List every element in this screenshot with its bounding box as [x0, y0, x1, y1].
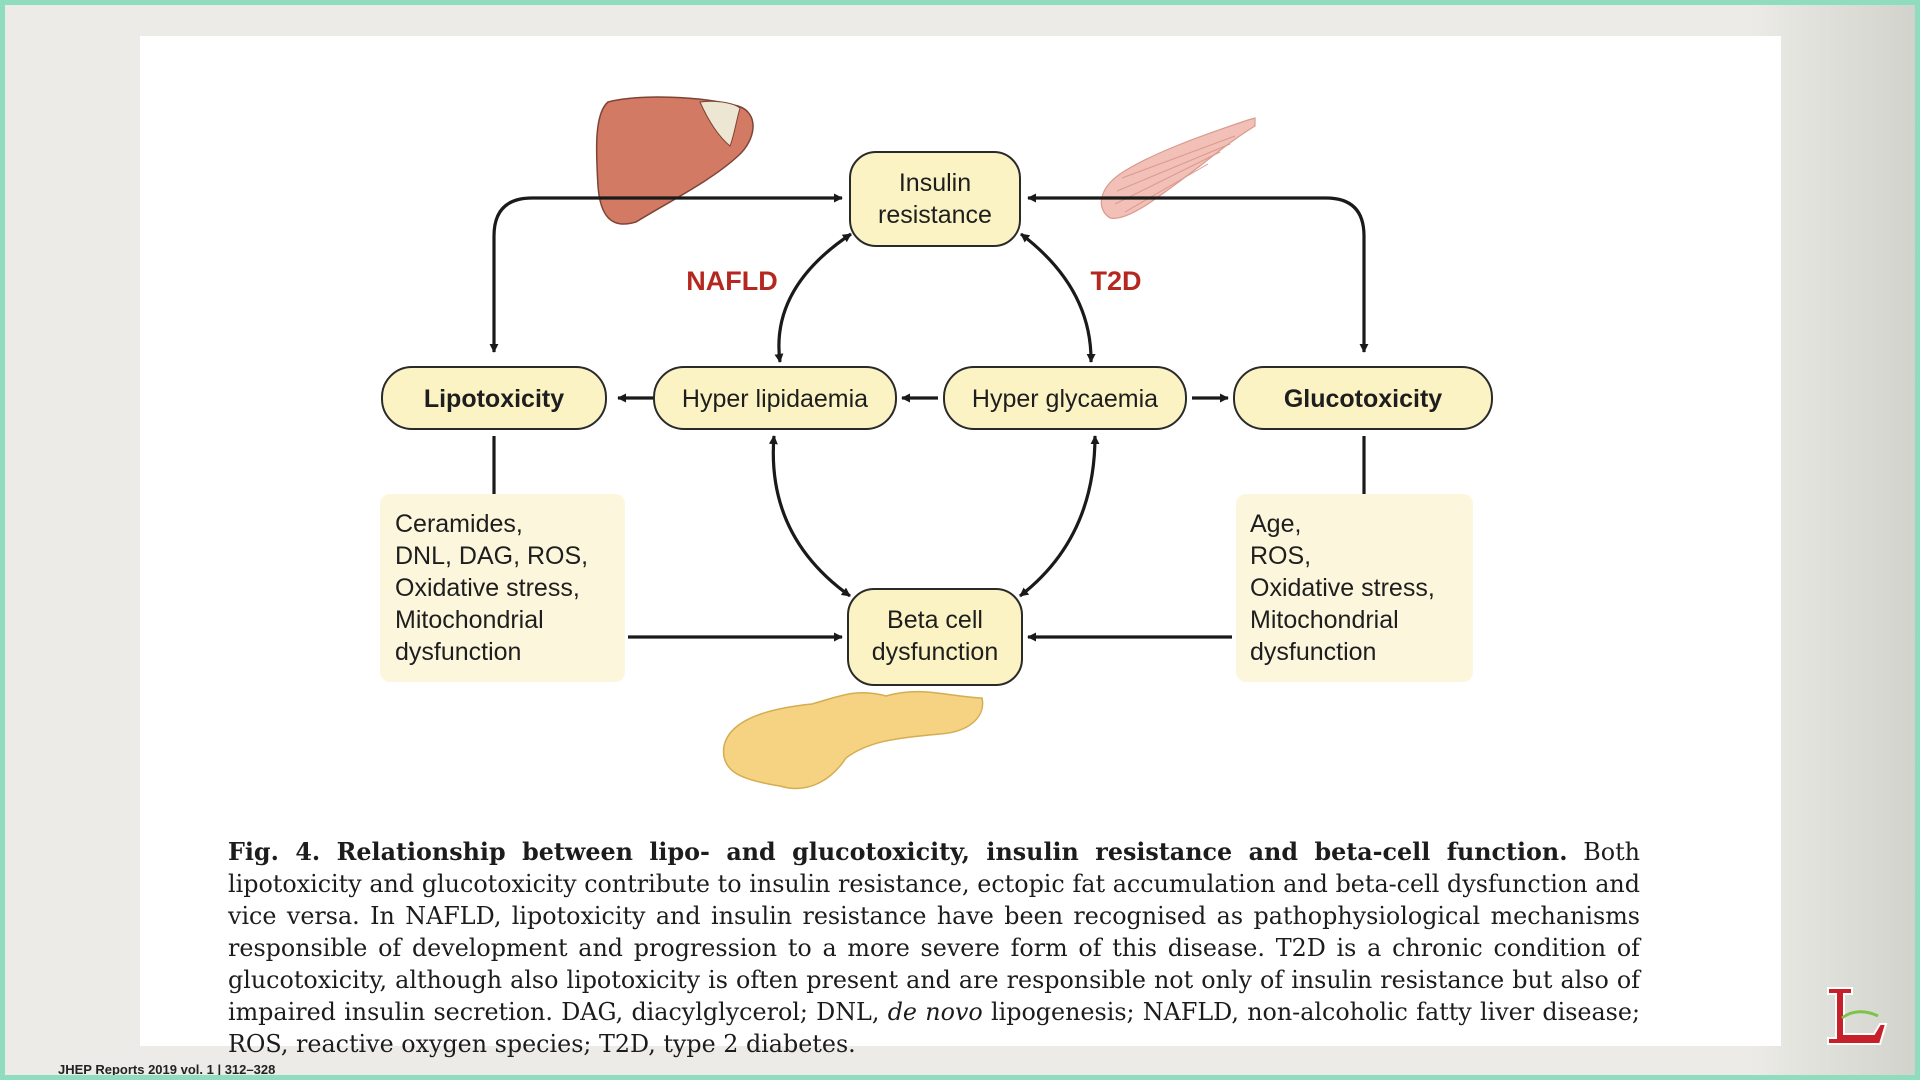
insulin-resistance-node: Insulin resistance: [849, 151, 1021, 247]
beta-cell-node: Beta cell dysfunction: [847, 588, 1023, 686]
gluco-factor-line-5: dysfunction: [1250, 638, 1376, 666]
hyper-lipidaemia-node: Hyper lipidaemia: [653, 366, 897, 430]
caption-italic: de novo: [887, 998, 983, 1026]
pancreas-icon: [722, 690, 984, 790]
nafld-label: NAFLD: [686, 266, 777, 296]
beta-cell-line-1: Beta cell: [887, 606, 983, 634]
glucotoxicity-label: Glucotoxicity: [1284, 385, 1442, 413]
t2d-label: T2D: [1090, 266, 1141, 296]
lipo-factor-line-5: dysfunction: [395, 638, 521, 666]
liver-icon: [595, 96, 754, 225]
slide-content: NAFLD T2D Insulin resistance L: [140, 36, 1781, 1046]
gluco-factor-line-1: Age,: [1250, 510, 1301, 538]
gluco-factor-line-3: Oxidative stress,: [1250, 574, 1435, 602]
caption-body-2: lipogenesis; NAFLD, non-alcoholic fatty …: [228, 998, 1640, 1058]
caption-body-1: Both lipotoxicity and glucotoxicity cont…: [228, 838, 1640, 1026]
muscle-icon: [1100, 117, 1256, 219]
insulin-resistance-line-2: resistance: [878, 201, 992, 229]
lipo-factor-line-2: DNL, DAG, ROS,: [395, 542, 588, 570]
lipo-factors-box: Ceramides, DNL, DAG, ROS, Oxidative stre…: [380, 494, 625, 682]
glucotoxicity-node: Glucotoxicity: [1233, 366, 1493, 430]
figure-caption: Fig. 4. Relationship between lipo- and g…: [228, 836, 1640, 1060]
lipo-factor-line-3: Oxidative stress,: [395, 574, 580, 602]
lipo-factor-line-4: Mitochondrial: [395, 606, 544, 634]
diagram: NAFLD T2D Insulin resistance L: [380, 96, 1493, 790]
gluco-factor-line-4: Mitochondrial: [1250, 606, 1399, 634]
citation-footer: JHEP Reports 2019 vol. 1 | 312–328: [58, 1062, 276, 1077]
beta-cell-line-2: dysfunction: [872, 638, 998, 666]
insulin-resistance-line-1: Insulin: [899, 169, 971, 197]
gluco-factors-box: Age, ROS, Oxidative stress, Mitochondria…: [1236, 494, 1473, 682]
lipotoxicity-node: Lipotoxicity: [381, 366, 607, 430]
lipotoxicity-label: Lipotoxicity: [424, 385, 564, 413]
hyper-lipidaemia-label: Hyper lipidaemia: [682, 385, 868, 413]
hyper-glycaemia-label: Hyper glycaemia: [972, 385, 1158, 413]
gluco-factor-line-2: ROS,: [1250, 542, 1311, 570]
connectors: [489, 193, 1369, 642]
lipo-factor-line-1: Ceramides,: [395, 510, 523, 538]
hyper-glycaemia-node: Hyper glycaemia: [943, 366, 1187, 430]
brand-logo-icon: [1827, 987, 1888, 1045]
caption-lead: Fig. 4. Relationship between lipo- and g…: [228, 838, 1568, 866]
